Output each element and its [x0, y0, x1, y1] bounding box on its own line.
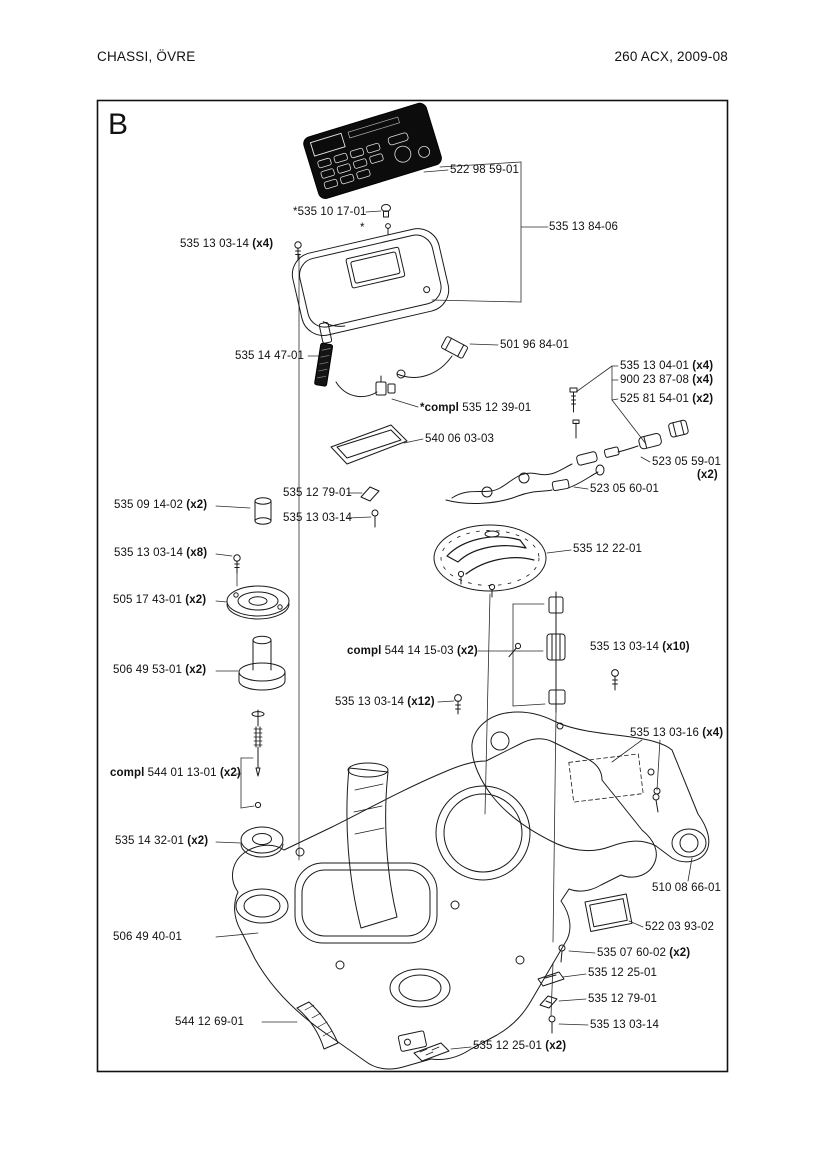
part-screw-display-top [381, 204, 391, 218]
page-title: CHASSI, ÖVRE [97, 49, 196, 64]
part-disc-screw1 [457, 570, 465, 585]
part-screw-harness2 [572, 419, 580, 439]
part-screw-x16 [652, 793, 660, 813]
part-screw-0760 [558, 944, 566, 963]
part-screw-x8 [233, 554, 241, 574]
part-cover [291, 228, 450, 336]
part-screw-0314b [548, 1015, 556, 1034]
part-spacer [254, 497, 272, 525]
part-clip-upper [360, 486, 380, 502]
part-display-cable [396, 336, 468, 379]
section-label: B [108, 108, 129, 141]
part-rubber-strip [314, 342, 334, 387]
part-cable-harness [445, 387, 689, 504]
leader-lines [215, 161, 693, 1050]
page-header: CHASSI, ÖVRE 260 ACX, 2009-08 [97, 49, 728, 64]
part-disc-screw2 [488, 583, 496, 598]
part-screw-harness1 [569, 387, 578, 413]
part-blade-disc [433, 524, 547, 598]
part-screw-x10 [611, 669, 619, 691]
part-cover-latch [318, 322, 333, 344]
part-washer [240, 826, 284, 858]
part-strip [296, 1001, 339, 1050]
part-bottom-bracket [397, 1030, 427, 1052]
part-gasket-frame [330, 424, 408, 465]
part-connector-set [508, 591, 566, 713]
part-bearing-flange [226, 585, 290, 620]
diagram-border [96, 99, 729, 1073]
part-screw-upper [371, 509, 379, 528]
model-reference: 260 ACX, 2009-08 [614, 49, 728, 64]
part-top-plate [471, 711, 710, 863]
part-plate-1225a [537, 971, 565, 987]
part-plate-1225b [413, 1042, 450, 1062]
part-clip-1279b [539, 995, 558, 1009]
part-screw-x12 [454, 694, 462, 715]
part-connector-screw [508, 642, 522, 658]
part-power-connector [335, 375, 396, 398]
part-seal-cylinder [238, 635, 286, 691]
part-control-panel [303, 102, 442, 199]
part-chassis-body [232, 738, 657, 1070]
part-shaft-assembly [251, 709, 265, 809]
part-screw-x4 [294, 241, 302, 260]
part-screw-display-small [385, 223, 391, 235]
part-square-plate [584, 893, 633, 932]
